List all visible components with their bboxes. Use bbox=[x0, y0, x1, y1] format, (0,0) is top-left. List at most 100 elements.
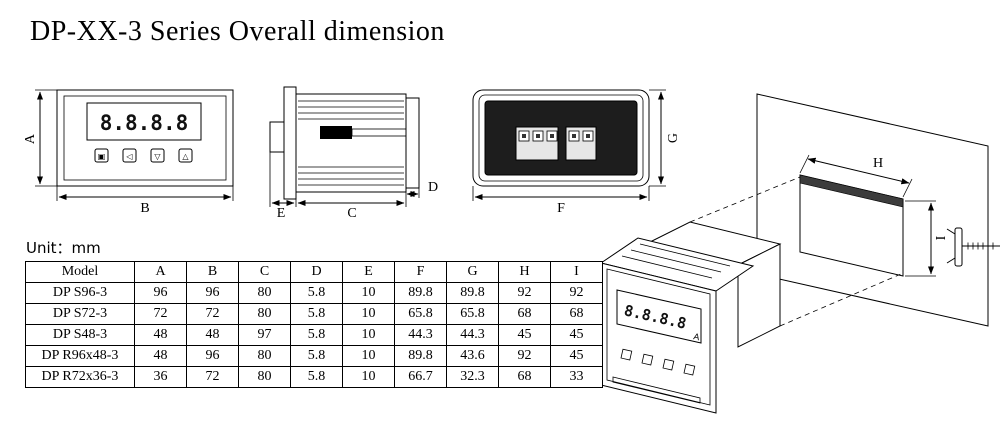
dimension-table: Model A B C D E F G H I DP S96-3 96 96 8… bbox=[25, 261, 603, 388]
clamp-rod bbox=[351, 128, 407, 137]
cell: 92 bbox=[498, 345, 551, 367]
cell: 36 bbox=[134, 366, 187, 388]
button-down-icon: ▽ bbox=[154, 152, 161, 161]
dim-label-G: G bbox=[666, 133, 681, 143]
cell: 89.8 bbox=[446, 282, 499, 304]
perspective-view-drawing: H I bbox=[599, 93, 1000, 414]
cell: 45 bbox=[550, 345, 603, 367]
mounting-clip bbox=[320, 126, 352, 139]
unit-indicator: A bbox=[693, 331, 701, 342]
cell: 5.8 bbox=[290, 324, 343, 346]
vent-lines bbox=[298, 100, 404, 186]
meter-3d-button bbox=[683, 363, 696, 376]
button-down bbox=[150, 148, 165, 163]
meter-display-digits: 8.8.8.8 bbox=[100, 111, 189, 135]
front-view-drawing: A 8.8.8.8 ▣ ◁ ▽ △ B bbox=[23, 89, 234, 216]
side-connector bbox=[269, 121, 285, 153]
cell: 80 bbox=[238, 303, 291, 325]
cell: 5.8 bbox=[290, 366, 343, 388]
side-body bbox=[295, 93, 407, 193]
col-header-f: F bbox=[394, 261, 447, 283]
table-row: DP S48-3 48 48 97 5.8 10 44.3 44.3 45 45 bbox=[25, 324, 603, 346]
cell-model: DP S72-3 bbox=[25, 303, 135, 325]
top-vent-slots bbox=[621, 243, 731, 279]
cell: 33 bbox=[550, 366, 603, 388]
dim-label-E: E bbox=[277, 206, 286, 221]
terminal-block-right bbox=[565, 126, 597, 161]
meter-buttons: ▣ ◁ ▽ △ bbox=[94, 148, 193, 163]
side-endcap bbox=[405, 97, 420, 189]
dim-label-H: H bbox=[873, 156, 883, 171]
meter-display-window bbox=[86, 102, 202, 141]
cell-model: DP S96-3 bbox=[25, 282, 135, 304]
back-inner-outline bbox=[478, 94, 644, 182]
meter-3d-button bbox=[620, 348, 633, 361]
col-header-i: I bbox=[550, 261, 603, 283]
col-header-e: E bbox=[342, 261, 395, 283]
meter-3d-button bbox=[662, 358, 675, 371]
front-bezel-line bbox=[606, 268, 711, 406]
side-view-drawing: E C D bbox=[269, 86, 438, 221]
cell: 89.8 bbox=[394, 345, 447, 367]
button-up bbox=[178, 148, 193, 163]
meter-3d-button bbox=[641, 353, 654, 366]
meter-3d-buttons bbox=[620, 348, 696, 376]
cell: 10 bbox=[342, 345, 395, 367]
terminal-block-left bbox=[515, 126, 559, 161]
cell: 92 bbox=[498, 282, 551, 304]
dim-label-C: C bbox=[347, 206, 356, 221]
col-header-b: B bbox=[186, 261, 239, 283]
meter-3d: 8.8.8.8 A bbox=[599, 221, 782, 414]
cell: 65.8 bbox=[446, 303, 499, 325]
dim-label-F: F bbox=[557, 201, 565, 216]
cell: 72 bbox=[134, 303, 187, 325]
col-header-g: G bbox=[446, 261, 499, 283]
button-fn bbox=[94, 148, 109, 163]
cell: 80 bbox=[238, 366, 291, 388]
cell: 10 bbox=[342, 366, 395, 388]
cell: 5.8 bbox=[290, 282, 343, 304]
cell: 44.3 bbox=[446, 324, 499, 346]
cell: 68 bbox=[498, 303, 551, 325]
col-header-d: D bbox=[290, 261, 343, 283]
cell: 89.8 bbox=[394, 282, 447, 304]
button-shift-icon: ◁ bbox=[125, 152, 132, 161]
cell: 72 bbox=[186, 303, 239, 325]
cell: 10 bbox=[342, 282, 395, 304]
cell: 44.3 bbox=[394, 324, 447, 346]
cell-model: DP R72x36-3 bbox=[25, 366, 135, 388]
cell: 10 bbox=[342, 324, 395, 346]
cell: 96 bbox=[134, 282, 187, 304]
cell: 5.8 bbox=[290, 303, 343, 325]
side-flange bbox=[283, 86, 297, 200]
cell-model: DP S48-3 bbox=[25, 324, 135, 346]
table-row: DP R72x36-3 36 72 80 5.8 10 66.7 32.3 68… bbox=[25, 366, 603, 388]
cell: 92 bbox=[550, 282, 603, 304]
cell: 66.7 bbox=[394, 366, 447, 388]
table-row: DP S72-3 72 72 80 5.8 10 65.8 65.8 68 68 bbox=[25, 303, 603, 325]
dim-label-D: D bbox=[428, 180, 438, 195]
back-panel-dark bbox=[484, 100, 638, 176]
cell: 80 bbox=[238, 345, 291, 367]
meter-front-bezel bbox=[63, 95, 227, 181]
cell: 48 bbox=[134, 324, 187, 346]
dim-label-A: A bbox=[23, 133, 38, 144]
button-fn-icon: ▣ bbox=[98, 152, 106, 161]
cell: 5.8 bbox=[290, 345, 343, 367]
table-row: DP R96x48-3 48 96 80 5.8 10 89.8 43.6 92… bbox=[25, 345, 603, 367]
col-header-c: C bbox=[238, 261, 291, 283]
cell: 97 bbox=[238, 324, 291, 346]
table-row: DP S96-3 96 96 80 5.8 10 89.8 89.8 92 92 bbox=[25, 282, 603, 304]
cell: 80 bbox=[238, 282, 291, 304]
cell: 48 bbox=[134, 345, 187, 367]
cell: 65.8 bbox=[394, 303, 447, 325]
table-header-row: Model A B C D E F G H I bbox=[25, 261, 603, 283]
col-header-h: H bbox=[498, 261, 551, 283]
cell: 68 bbox=[498, 366, 551, 388]
unit-label: Unit：mm bbox=[26, 239, 101, 257]
cell: 68 bbox=[550, 303, 603, 325]
back-view-drawing: G F bbox=[472, 89, 681, 216]
cell: 96 bbox=[186, 345, 239, 367]
button-up-icon: △ bbox=[182, 152, 189, 161]
